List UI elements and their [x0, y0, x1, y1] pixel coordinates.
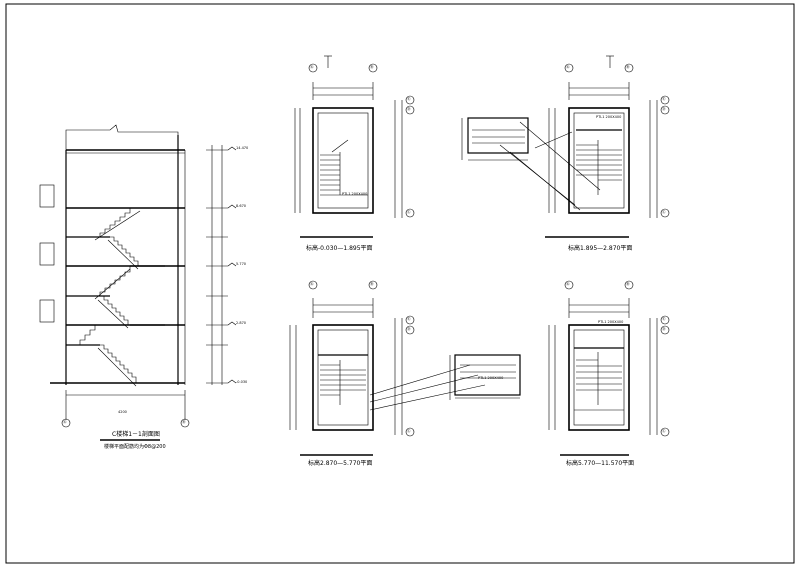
sheet-border	[5, 3, 795, 564]
plan-1-title: 标高-0.030—1.895平面	[306, 245, 373, 252]
section-width-dim: 4200	[118, 410, 127, 414]
plan-3-title: 标高2.870—5.770平面	[308, 460, 373, 467]
plan-4-axis-b: Ⓑ	[626, 282, 630, 286]
plan-1-axis-d: Ⓓ	[407, 107, 411, 111]
plan-3-axis-e: Ⓔ	[407, 317, 411, 321]
plan-1-axis-b: Ⓑ	[370, 65, 374, 69]
plan-4-axis-d: Ⓓ	[662, 327, 666, 331]
plan-3-axis-c: Ⓒ	[407, 429, 411, 433]
plan-2-note: PTL1 200X400	[596, 115, 622, 119]
plan-2-axis-d: Ⓓ	[662, 107, 666, 111]
plan-4-note: PTL1 200X400	[598, 320, 624, 324]
plan-3-axis-d: Ⓓ	[407, 327, 411, 331]
plan-1-note: PTL1 200X400	[342, 192, 368, 196]
plan-2-axis-b: Ⓑ	[626, 65, 630, 69]
plan-4-title: 标高5.770—11.570平面	[566, 460, 635, 467]
section-subtitle: 楼梯平面配筋均为Φ8@200	[104, 444, 166, 450]
plan-2-drawing	[461, 55, 670, 238]
section-drawing	[39, 124, 237, 441]
plan-1-axis-a: Ⓐ	[310, 65, 314, 69]
level-label: 8.670	[236, 204, 247, 208]
section-axis-left: Ⓐ	[63, 420, 67, 424]
plan-4-axis-c: Ⓒ	[662, 429, 666, 433]
level-label: 5.770	[236, 262, 247, 266]
level-label: 2.870	[236, 321, 247, 325]
plan-1-axis-c: Ⓒ	[407, 210, 411, 214]
plan-3-drawing	[289, 280, 521, 456]
section-title: C楼梯1－1剖面图	[112, 431, 160, 438]
section-axis-right: Ⓑ	[182, 420, 186, 424]
plan-4-axis-a: Ⓐ	[566, 282, 570, 286]
plan-2-axis-e: Ⓔ	[662, 97, 666, 101]
plan-2-axis-a: Ⓐ	[566, 65, 570, 69]
level-label: 14.470	[236, 146, 249, 150]
plan-1-drawing	[294, 55, 415, 238]
plan-2-axis-c: Ⓒ	[662, 210, 666, 214]
plan-3-axis-b: Ⓑ	[370, 282, 374, 286]
plan-3-note: PTL1 200X400	[478, 376, 504, 380]
plan-1-axis-e: Ⓔ	[407, 97, 411, 101]
plan-3-axis-a: Ⓐ	[310, 282, 314, 286]
plan-4-drawing	[548, 280, 670, 456]
plan-2-title: 标高1.895—2.870平面	[568, 245, 633, 252]
level-label: -0.030	[236, 380, 248, 384]
plan-4-axis-e: Ⓔ	[662, 317, 666, 321]
